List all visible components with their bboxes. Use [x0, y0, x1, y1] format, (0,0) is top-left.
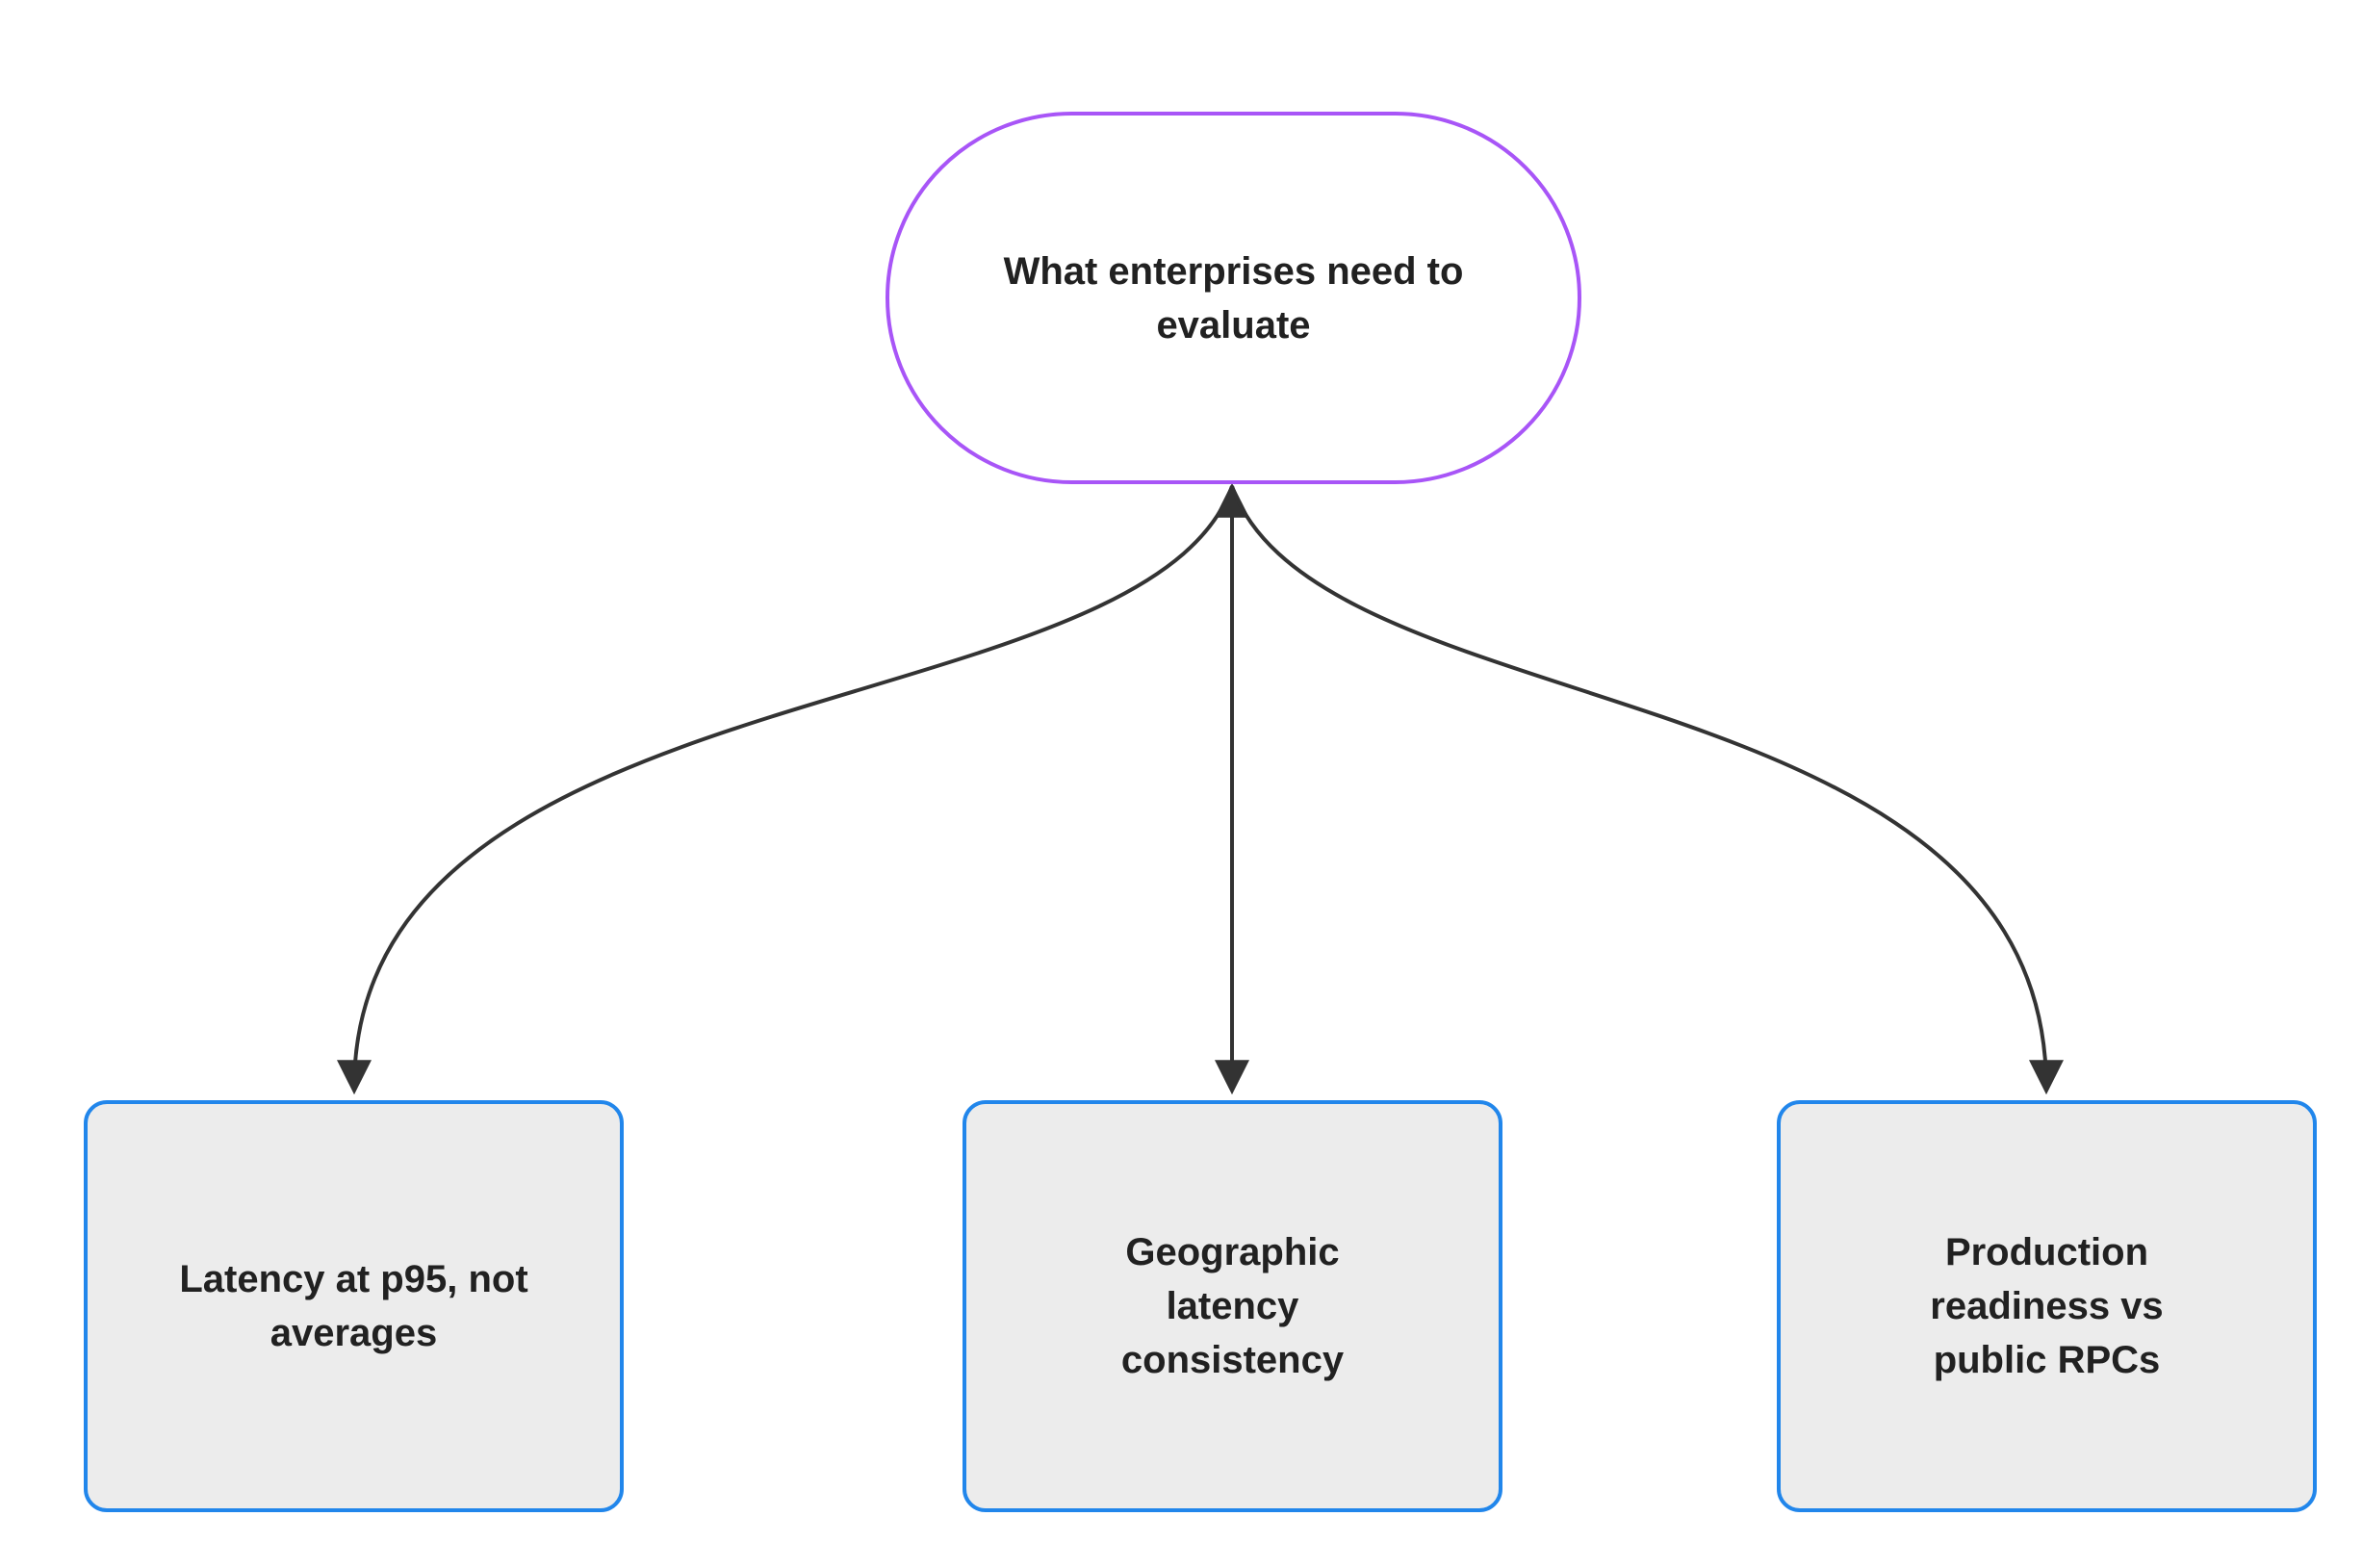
child-node-production: Production readiness vs public RPCs	[1777, 1100, 2317, 1512]
root-node-label: What enterprises need to evaluate	[1003, 249, 1464, 347]
edge-root-to-production	[1230, 485, 2064, 1095]
child-node-latency: Latency at p95, not averages	[84, 1100, 624, 1512]
child-node-latency-label: Latency at p95, not averages	[179, 1258, 528, 1354]
root-node: What enterprises need to evaluate	[886, 112, 1581, 484]
child-node-geographic-label: Geographic latency consistency	[1120, 1231, 1345, 1381]
child-node-geographic: Geographic latency consistency	[963, 1100, 1502, 1512]
edge-root-to-latency	[337, 485, 1234, 1095]
child-node-production-label: Production readiness vs public RPCs	[1930, 1231, 2164, 1381]
